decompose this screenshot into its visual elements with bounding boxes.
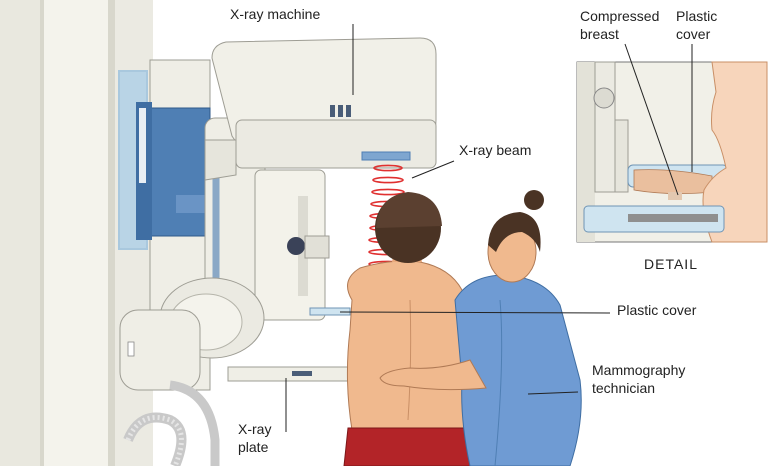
detail-label-compressed-breast-line1: Compressed xyxy=(580,8,659,24)
label-xray-machine: X-ray machine xyxy=(230,6,320,22)
wall-column xyxy=(0,0,153,466)
label-mammography-technician-line2: technician xyxy=(592,380,655,396)
detail-label-plastic-cover-line2: cover xyxy=(676,26,710,42)
detail-title: DETAIL xyxy=(644,256,698,272)
detail-inset xyxy=(577,44,767,242)
label-xray-beam: X-ray beam xyxy=(459,142,531,158)
label-mammography-technician-line1: Mammography xyxy=(592,362,685,378)
label-xray-plate-line1: X-ray xyxy=(238,421,271,437)
label-plastic-cover: Plastic cover xyxy=(617,302,696,318)
detail-label-compressed-breast-line2: breast xyxy=(580,26,619,42)
detail-label-plastic-cover-line1: Plastic xyxy=(676,8,717,24)
label-xray-plate-line2: plate xyxy=(238,439,268,455)
